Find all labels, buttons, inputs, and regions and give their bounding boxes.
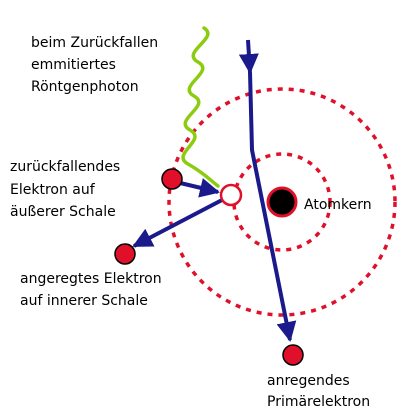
outer-shell — [167, 87, 397, 317]
falling-label-line: äußerer Schale — [10, 204, 116, 220]
nucleus — [266, 186, 298, 218]
xray-photon-wave — [181, 26, 220, 188]
vacancy-electron — [219, 183, 243, 207]
excited-electron-label: angeregtes Elektron auf innerer Schale — [20, 271, 166, 309]
falling-electron — [161, 168, 183, 190]
photon-label-line: Röntgenphoton — [31, 79, 139, 95]
falling-electron-path — [175, 178, 220, 198]
primary-electron-path-out — [248, 71, 297, 342]
photon-label: beim Zurückfallen emmitiertes Röntgenpho… — [31, 35, 163, 95]
primary-electron — [282, 344, 304, 366]
primary-electron-label: anregendes Primärelektron — [267, 373, 370, 410]
excited-label-line: auf innerer Schale — [20, 293, 148, 309]
excited-electron-path — [132, 198, 223, 248]
primary-electron-path-in — [238, 39, 259, 74]
photon-label-line: emmitiertes — [31, 57, 116, 73]
excited-electron — [114, 243, 136, 265]
inner-shell — [232, 152, 332, 252]
falling-label-line: zurückfallendes — [10, 159, 120, 175]
falling-label-line: Elektron auf — [10, 182, 96, 198]
nucleus-label: Atomkern — [304, 197, 372, 213]
photon-label-line: beim Zurückfallen — [31, 35, 158, 51]
excited-label-line: angeregtes Elektron — [20, 271, 162, 287]
primary-label-line: anregendes — [267, 373, 350, 389]
falling-electron-label: zurückfallendes Elektron auf äußerer Sch… — [10, 159, 125, 220]
primary-label-line: Primärelektron — [267, 394, 370, 410]
